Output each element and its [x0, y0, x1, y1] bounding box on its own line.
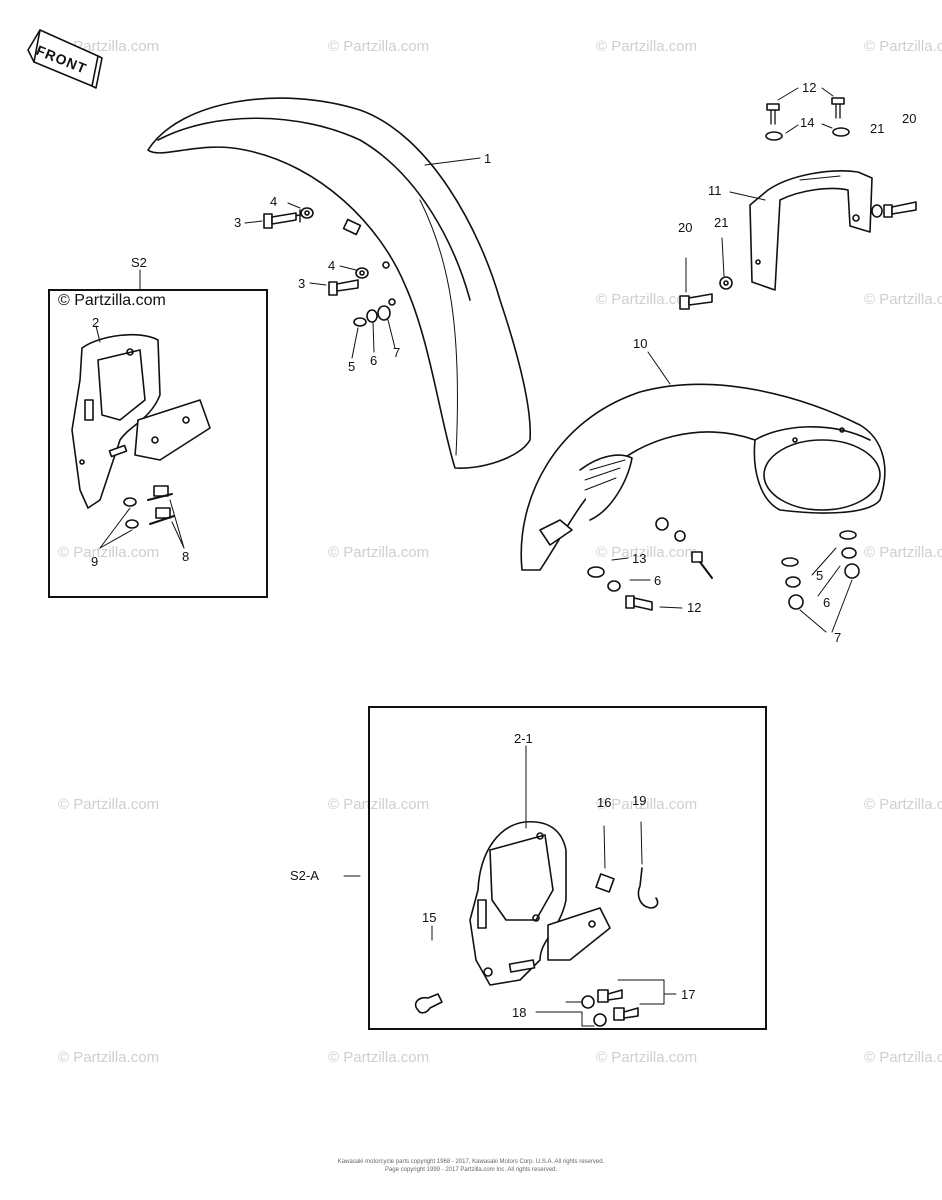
copyright-notice: Kawasaki motorcycle parts copyright 1968… [300, 1159, 642, 1175]
bolt-icon [328, 279, 359, 296]
watermark: © Partzilla.com [328, 796, 430, 813]
watermark: © Partzilla.com [58, 796, 160, 813]
watermark: © Partzilla.com [58, 544, 160, 561]
bracket-icon [71, 333, 211, 509]
callout-3: 3 [234, 215, 242, 230]
callout-8: 8 [182, 549, 190, 564]
callout-9: 9 [91, 554, 99, 569]
callout-1: 1 [484, 151, 492, 166]
callout-13: 13 [632, 551, 647, 566]
callout-11: 11 [708, 183, 722, 198]
front-fender-icon [147, 97, 532, 469]
rear-fender-icon [520, 383, 886, 571]
callout-6: 6 [654, 573, 662, 588]
watermark-in-box: © Partzilla.com [58, 292, 166, 309]
watermark: © Partzilla.com [328, 1049, 430, 1066]
watermark: © Partzilla.com [596, 796, 698, 813]
callout-21: 21 [714, 215, 729, 230]
callout-7: 7 [393, 345, 401, 360]
callout-10: 10 [633, 336, 648, 351]
watermark: © Partzilla.com [864, 544, 942, 561]
watermark: © Partzilla.com [596, 1049, 698, 1066]
callout-20: 20 [678, 220, 693, 235]
callout-15: 15 [422, 910, 437, 925]
watermark: © Partzilla.com [596, 291, 698, 308]
callout-2: 2 [92, 315, 100, 330]
callout-18: 18 [512, 1005, 527, 1020]
watermark: © Partzilla.com [596, 544, 698, 561]
front-arrow-icon [27, 29, 103, 89]
bracket-icon [469, 821, 611, 986]
callout-21: 21 [870, 121, 885, 136]
bracket-icon [749, 170, 873, 291]
watermark: © Partzilla.com [864, 1049, 942, 1066]
callout-14: 14 [800, 115, 815, 130]
inset-box-s2a [368, 706, 767, 1030]
copyright-line: Page copyright 1999 - 2017 Partzilla.com… [384, 1166, 558, 1173]
watermark: © Partzilla.com [58, 1049, 160, 1066]
callout-4: 4 [270, 194, 278, 209]
callout-19: 19 [632, 793, 647, 808]
callout-6: 6 [370, 353, 378, 368]
callout-3: 3 [298, 276, 306, 291]
callout-6: 6 [823, 595, 831, 610]
callout-s2: S2 [131, 255, 147, 270]
callout-12: 12 [687, 600, 702, 615]
watermark: © Partzilla.com [328, 544, 430, 561]
callout-4: 4 [328, 258, 336, 273]
watermark: © Partzilla.com [596, 38, 698, 55]
bolt-icon [263, 209, 301, 229]
callout-5: 5 [348, 359, 356, 374]
callout-20: 20 [902, 111, 917, 126]
watermark: © Partzilla.com [328, 38, 430, 55]
callout-17: 17 [681, 987, 696, 1002]
inset-box-s2 [48, 289, 268, 598]
copyright-line: Kawasaki motorcycle parts copyright 1968… [337, 1159, 605, 1165]
callout-5: 5 [816, 568, 824, 583]
callout-7: 7 [834, 630, 842, 645]
watermark: © Partzilla.com [864, 291, 942, 308]
watermark: © Partzilla.com [864, 796, 942, 813]
callout-12: 12 [802, 80, 817, 95]
callout-16: 16 [597, 795, 612, 810]
watermark: © Partzilla.com [864, 38, 942, 55]
callout-2-1: 2-1 [514, 731, 533, 746]
callout-s2a: S2-A [290, 868, 319, 883]
